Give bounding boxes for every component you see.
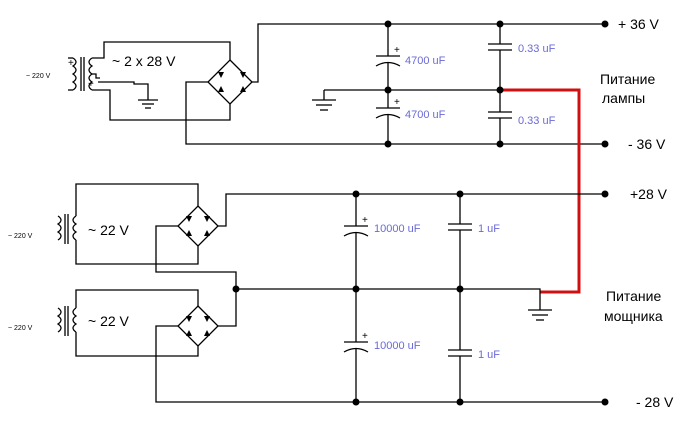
lower-ground-line <box>236 288 541 310</box>
transformer-2 <box>56 214 78 244</box>
t3-wire-bottom <box>75 332 199 357</box>
plus28-rail-wire <box>218 193 605 227</box>
capacitor-c7 <box>448 223 472 231</box>
plus28-label: +28 V <box>630 186 668 202</box>
capacitor-c3 <box>488 43 512 51</box>
lamp-supply-label-line1: Питание <box>600 71 655 87</box>
t1-wire-bottom <box>92 89 231 121</box>
ground-jumper-wire <box>500 88 581 294</box>
ground-symbol-3 <box>528 309 552 321</box>
ground-symbol-2 <box>312 99 336 111</box>
c7-value: 1 uF <box>478 223 500 235</box>
junction-dot <box>496 20 504 28</box>
c5-value: 10000 uF <box>374 223 421 235</box>
capacitor-c4 <box>488 111 512 119</box>
t1-primary-coil <box>71 57 77 91</box>
power-supply-label-line1: Питание <box>606 288 661 304</box>
svg-text:+: + <box>394 97 400 108</box>
t2-secondary-label: ~ 22 V <box>88 222 130 238</box>
terminal-plus28 <box>601 190 609 198</box>
t2-wire-top <box>75 183 199 216</box>
junction-dot <box>456 285 464 293</box>
terminal-plus36 <box>601 20 609 28</box>
t3-secondary-label: ~ 22 V <box>88 313 130 329</box>
c2-value: 4700 uF <box>405 109 446 121</box>
bridge3-positive-wire <box>218 289 237 327</box>
junction-dot <box>496 86 504 94</box>
plus36-label: + 36 V <box>618 16 660 32</box>
t2-mains-label: ~ 220 V <box>8 233 33 240</box>
junction-dot <box>456 398 464 406</box>
c4-value: 0.33 uF <box>518 115 556 127</box>
junction-dot <box>352 190 360 198</box>
bridge-rectifier-3 <box>177 305 219 347</box>
terminal-minus28 <box>601 398 609 406</box>
t3-mains-label: ~ 220 V <box>8 325 33 332</box>
t1-plus-mark-1: + <box>68 58 74 69</box>
junction-dot <box>352 398 360 406</box>
junction-dot <box>384 20 392 28</box>
c1-value: 4700 uF <box>405 55 446 67</box>
junction-dot <box>352 285 360 293</box>
c6-value: 10000 uF <box>374 340 421 352</box>
junction-dot <box>384 140 392 148</box>
plus36-rail-wire <box>252 23 605 83</box>
c3-value: 0.33 uF <box>518 43 556 55</box>
svg-text:+: + <box>362 331 368 342</box>
junction-dot <box>384 86 392 94</box>
junction-dot <box>496 140 504 148</box>
power-supply-label-line2: мощника <box>604 308 663 324</box>
svg-text:+: + <box>394 45 400 56</box>
t1-secondary-label: ~ 2 x 28 V <box>112 53 176 69</box>
bridge-rectifier-1 <box>207 59 253 105</box>
terminal-minus36 <box>601 140 609 148</box>
transformer-3 <box>56 306 78 336</box>
svg-text:+: + <box>362 215 368 226</box>
lamp-supply-label-line2: лампы <box>602 90 645 106</box>
junction-dot <box>232 285 240 293</box>
t1-center-tap <box>98 81 149 100</box>
t1-wire-top <box>92 41 231 60</box>
bridge-rectifier-2 <box>177 205 219 247</box>
minus28-rail-wire <box>155 325 605 403</box>
minus36-label: - 36 V <box>628 136 666 152</box>
t1-wire-mid <box>92 73 100 79</box>
ground-symbol-1 <box>138 99 158 109</box>
t1-plus-mark-2: + <box>88 79 94 90</box>
transformer-1: + + <box>68 57 94 91</box>
junction-dot <box>456 190 464 198</box>
bridge2-negative-wire <box>155 225 237 289</box>
t3-wire-top <box>75 289 199 308</box>
t2-wire-bottom <box>75 240 199 265</box>
capacitor-c8 <box>448 349 472 357</box>
t1-mains-label: ~ 220 V <box>26 73 51 80</box>
minus36-rail-wire <box>185 81 605 145</box>
minus28-label: - 28 V <box>636 394 674 410</box>
c8-value: 1 uF <box>478 349 500 361</box>
